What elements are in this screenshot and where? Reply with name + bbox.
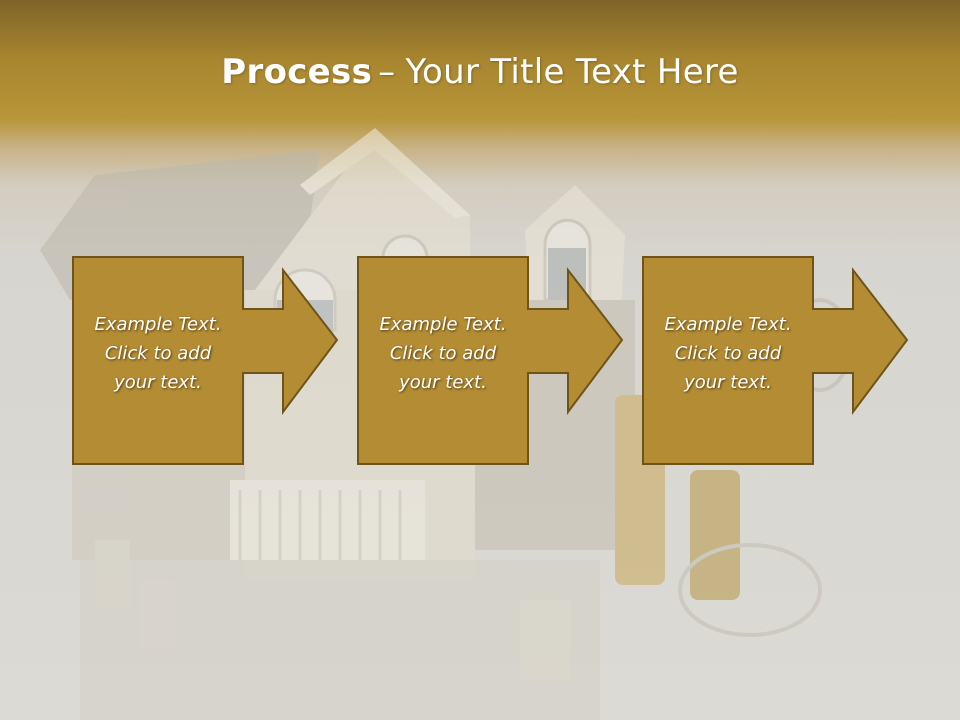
title-separator: – [378, 52, 396, 92]
process-step-2[interactable]: Example Text. Click to add your text. [357, 256, 624, 465]
title-rest: Your Title Text Here [405, 52, 739, 92]
step-2-text: Example Text. Click to add your text. [379, 314, 507, 393]
arrow-box-shape [72, 256, 339, 465]
step-3-text: Example Text. Click to add your text. [664, 314, 792, 393]
title-bold-part: Process [221, 52, 373, 92]
slide-title[interactable]: Process–Your Title Text Here [0, 52, 960, 92]
process-step-1[interactable]: Example Text. Click to add your text. [72, 256, 339, 465]
arrow-box-shape [642, 256, 909, 465]
step-1-text: Example Text. Click to add your text. [94, 314, 222, 393]
arrow-box-shape [357, 256, 624, 465]
process-step-3[interactable]: Example Text. Click to add your text. [642, 256, 909, 465]
